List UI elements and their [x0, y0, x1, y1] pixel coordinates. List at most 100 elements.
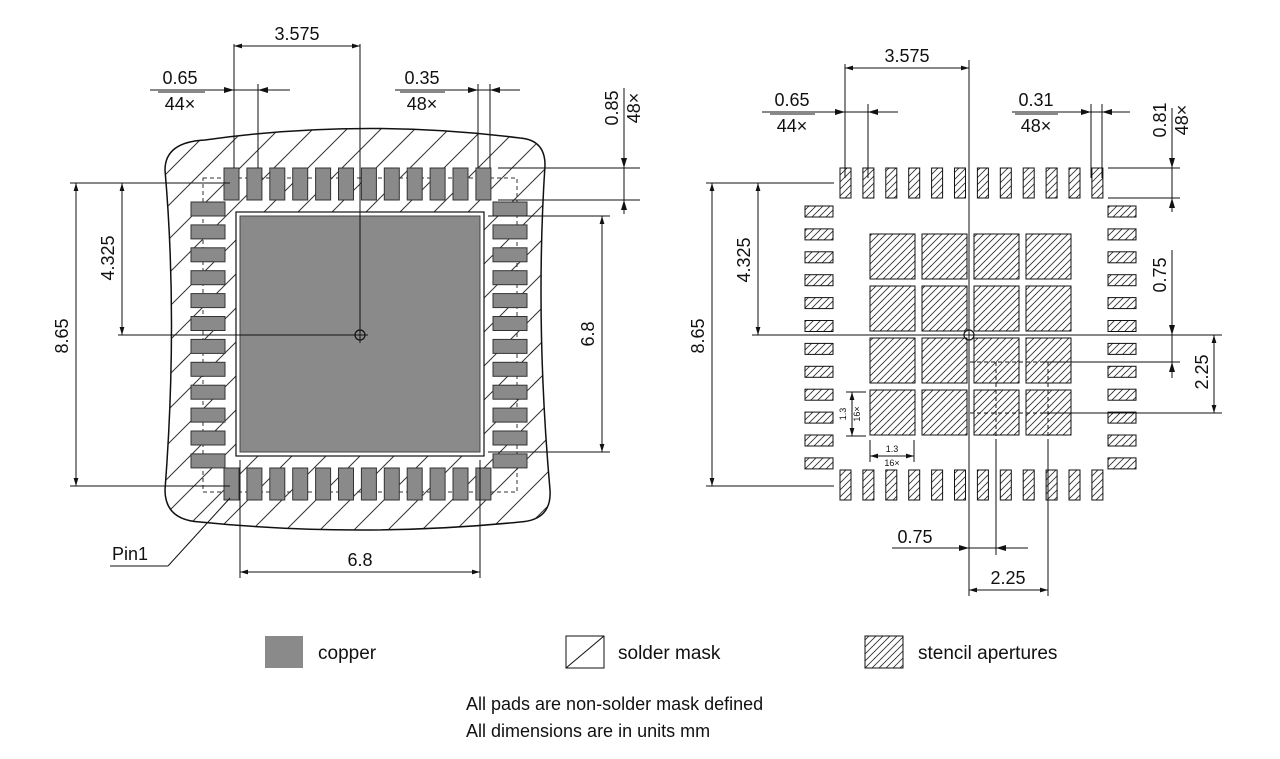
dim-aperture-size-h: 1.3: [886, 444, 899, 454]
pad-left: [190, 247, 226, 263]
dim-full-span-right: 8.65: [688, 318, 708, 353]
center-aperture: [1025, 337, 1072, 384]
dim-full-span: 8.65: [52, 318, 72, 353]
pad-right: [492, 201, 528, 217]
aperture-top: [885, 167, 898, 199]
note-line-2: All dimensions are in units mm: [466, 721, 710, 741]
dim-aperture-size-v: 1.3: [838, 408, 848, 421]
pad-bottom: [452, 467, 469, 501]
pad-right: [492, 453, 528, 469]
pad-left: [190, 201, 226, 217]
aperture-right: [1107, 434, 1137, 447]
aperture-left: [804, 457, 834, 470]
center-aperture: [921, 337, 968, 384]
right-dimensions: [706, 60, 1222, 596]
aperture-left: [804, 297, 834, 310]
pad-bottom: [475, 467, 492, 501]
aperture-right: [1107, 320, 1137, 332]
left-pads: [190, 167, 528, 501]
legend-stencil-label: stencil apertures: [918, 643, 1057, 664]
dim-pitch: 0.65: [162, 68, 197, 88]
aperture-left: [804, 205, 834, 218]
notes: All pads are non-solder mask defined All…: [466, 694, 763, 741]
dim-pitch-count-right: 44×: [777, 116, 808, 136]
aperture-top: [908, 167, 921, 199]
aperture-left: [804, 274, 834, 287]
aperture-left: [804, 320, 834, 332]
aperture-top: [1091, 167, 1104, 199]
pad-top: [406, 167, 423, 201]
left-land-pattern: [118, 44, 551, 531]
pad-top: [246, 167, 263, 201]
center-aperture: [1025, 285, 1072, 332]
center-aperture: [869, 337, 916, 384]
dim-half-span-h-right: 3.575: [884, 46, 929, 66]
pin1-label: Pin1: [112, 544, 148, 564]
pad-left: [190, 384, 226, 400]
pad-right: [492, 247, 528, 263]
right-dim-arrows: [835, 109, 1175, 551]
center-aperture: [973, 337, 1020, 384]
dim-aperture-width-count: 48×: [1021, 116, 1052, 136]
pad-bottom: [315, 467, 332, 501]
center-aperture: [869, 233, 916, 280]
dim-pitch-right: 0.65: [774, 90, 809, 110]
pad-bottom: [383, 467, 400, 501]
dim-aperture-length: 0.81: [1150, 102, 1170, 137]
pad-right: [492, 407, 528, 423]
aperture-top: [954, 167, 966, 199]
pad-top: [315, 167, 332, 201]
dim-aperture-length-count: 48×: [1172, 105, 1192, 136]
dim-pad-length-count: 48×: [624, 93, 644, 124]
center-aperture: [921, 285, 968, 332]
aperture-bottom: [1068, 469, 1081, 501]
pad-left: [190, 224, 226, 240]
pad-top: [223, 167, 240, 201]
aperture-bottom: [931, 469, 944, 501]
pad-bottom: [429, 467, 446, 501]
dim-thermal-h: 6.8: [347, 550, 372, 570]
pad-right: [492, 338, 528, 354]
pad-left: [190, 361, 226, 377]
dim-pad-width: 0.35: [404, 68, 439, 88]
pad-left: [190, 407, 226, 423]
pad-bottom: [406, 467, 423, 501]
aperture-bottom: [1045, 469, 1058, 501]
pad-top: [452, 167, 469, 201]
left-dimension-labels: 3.575 0.65 44× 0.35 48× 0.85 48× 8.65 4.…: [52, 24, 644, 570]
right-apertures: [804, 167, 1137, 501]
aperture-top: [1022, 167, 1035, 199]
aperture-top: [976, 167, 989, 199]
aperture-top: [1045, 167, 1058, 199]
center-aperture: [973, 285, 1020, 332]
dim-pad-width-count: 48×: [407, 94, 438, 114]
aperture-bottom: [1022, 469, 1035, 501]
legend-copper-label: copper: [318, 643, 377, 664]
legend: copper solder mask stencil apertures: [265, 635, 1057, 669]
pad-right: [492, 293, 528, 309]
dim-half-span-v: 4.325: [98, 235, 118, 280]
pad-top: [429, 167, 446, 201]
dim-half-span-v-right: 4.325: [734, 237, 754, 282]
aperture-bottom: [885, 469, 898, 501]
pad-left: [190, 316, 226, 331]
center-aperture: [869, 389, 916, 436]
aperture-left: [804, 342, 834, 355]
aperture-bottom: [999, 469, 1012, 501]
pad-right: [492, 224, 528, 240]
dim-aperture-size-h-count: 16×: [884, 458, 899, 468]
center-aperture: [973, 233, 1020, 280]
pad-left: [190, 270, 226, 286]
pad-left: [190, 453, 226, 469]
dim-pitch-count: 44×: [165, 94, 196, 114]
legend-copper-swatch: [265, 636, 303, 668]
aperture-bottom: [976, 469, 989, 501]
pad-top: [292, 167, 309, 201]
aperture-bottom: [908, 469, 921, 501]
aperture-right: [1107, 457, 1137, 470]
right-dimension-labels: 3.575 0.65 44× 0.31 48× 0.81 48× 8.65 4.…: [688, 46, 1212, 588]
pad-right: [492, 270, 528, 286]
pad-top: [269, 167, 286, 201]
pad-right: [492, 384, 528, 400]
